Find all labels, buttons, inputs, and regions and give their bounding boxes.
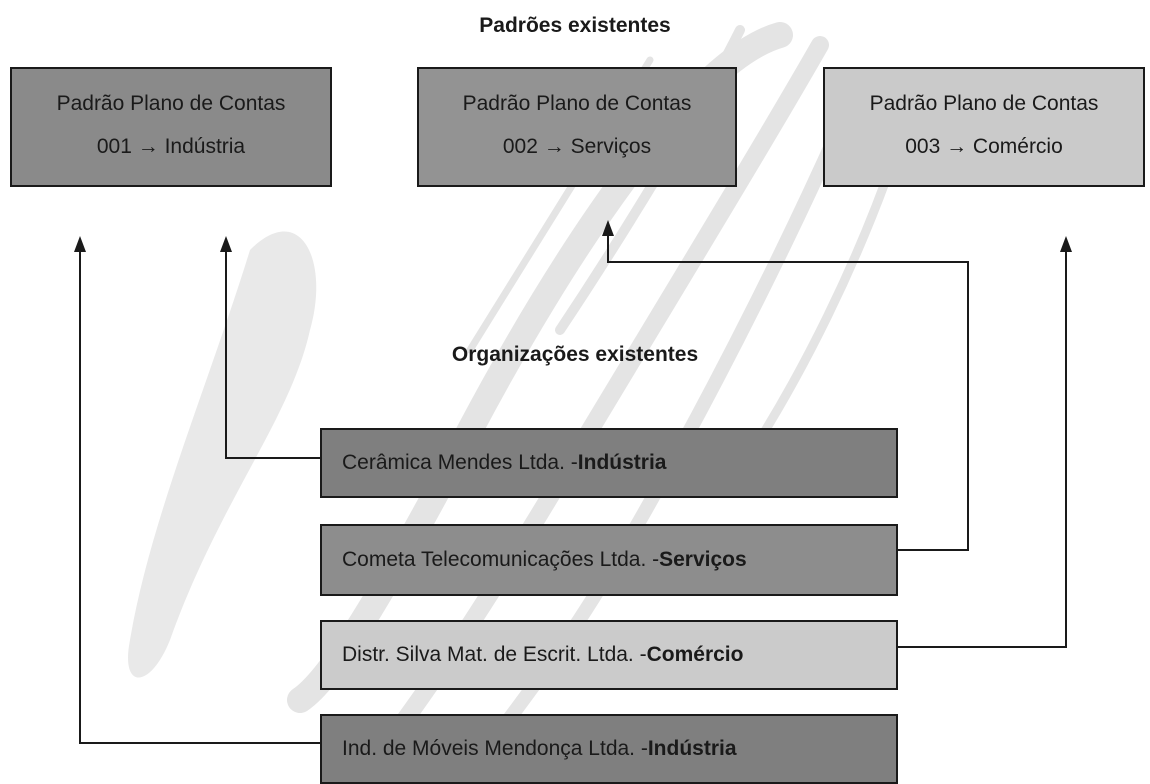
org-name: Cerâmica Mendes Ltda. - [342,451,578,474]
arrowhead-003 [1060,236,1072,252]
org-box-ceramica: Cerâmica Mendes Ltda. - Indústria [320,428,898,498]
pattern-box-002: Padrão Plano de Contas 002 → Serviços [417,67,737,187]
pattern-box-001-title: Padrão Plano de Contas [56,92,286,115]
pattern-box-003-title: Padrão Plano de Contas [869,92,1099,115]
org-name: Cometa Telecomunicações Ltda. - [342,548,660,571]
org-box-distr-silva: Distr. Silva Mat. de Escrit. Ltda. - Com… [320,620,898,690]
org-name: Distr. Silva Mat. de Escrit. Ltda. - [342,643,647,666]
org-box-cometa: Cometa Telecomunicações Ltda. - Serviços [320,524,898,596]
org-segment: Indústria [647,737,737,760]
connector-cometa-to-002 [607,234,969,551]
org-segment: Serviços [659,548,747,571]
arrowhead-002 [602,220,614,236]
org-box-moveis-mendonca: Ind. de Móveis Mendonça Ltda. - Indústri… [320,714,898,784]
organizations-title: Organizações existentes [451,343,699,366]
connector-distr-silva-to-003 [898,250,1067,648]
connector-moveis-mendonca-to-001 [79,250,320,744]
pattern-box-002-code: 002 → Serviços [502,135,652,158]
pattern-box-002-title: Padrão Plano de Contas [462,92,692,115]
org-segment: Indústria [577,451,667,474]
pattern-box-003: Padrão Plano de Contas 003 → Comércio [823,67,1145,187]
arrowhead-001-right [220,236,232,252]
pattern-box-001: Padrão Plano de Contas 001 → Indústria [10,67,332,187]
connector-ceramica-to-001 [225,250,320,459]
arrowhead-001-left [74,236,86,252]
patterns-title: Padrões existentes [479,14,671,37]
pattern-box-003-code: 003 → Comércio [905,135,1063,158]
org-segment: Comércio [646,643,744,666]
pattern-box-001-code: 001 → Indústria [96,135,246,158]
org-name: Ind. de Móveis Mendonça Ltda. - [342,737,648,760]
